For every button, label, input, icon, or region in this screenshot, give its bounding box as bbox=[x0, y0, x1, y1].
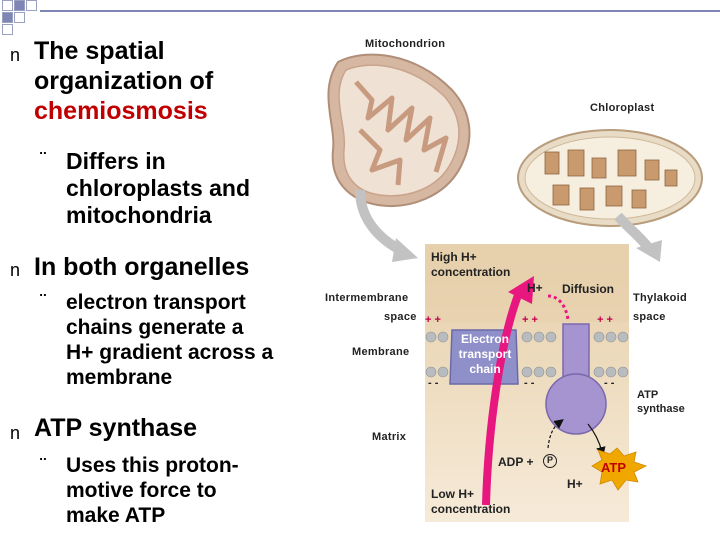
high-h-text: High H+ bbox=[431, 250, 477, 264]
atp-synthase-head bbox=[545, 373, 607, 435]
sub-bullet-3-line-3: make ATP bbox=[66, 504, 166, 527]
sub-bullet-1-text: Differs in chloroplasts and mitochondria bbox=[66, 148, 326, 229]
high-h-label: High H+ concentration bbox=[431, 250, 510, 280]
atp-synthase-label: ATP synthase bbox=[637, 388, 685, 416]
diffusion-arrow bbox=[547, 294, 570, 321]
plus-signs-right: + + bbox=[597, 314, 613, 326]
etc-line-2: transport bbox=[458, 347, 512, 361]
bullet-list: n The spatial organization of chemiosmos… bbox=[0, 0, 330, 540]
bullet-2-text: In both organelles bbox=[34, 253, 250, 281]
chemiosmosis-highlight: chemiosmosis bbox=[34, 97, 208, 125]
etc-line-1: Electron bbox=[460, 332, 509, 346]
top-rule bbox=[40, 10, 720, 12]
plus-signs-left: + + bbox=[425, 314, 441, 326]
proton-pump-arrowhead bbox=[508, 276, 534, 304]
bullet-1-line-1: The spatial bbox=[34, 37, 165, 65]
sub-bullet-3-line-2: motive force to bbox=[66, 479, 217, 502]
minus-signs-right: - - bbox=[604, 377, 615, 389]
atp-arrow bbox=[587, 423, 606, 457]
atp-product-label: ATP bbox=[601, 460, 627, 475]
matrix-label: Matrix bbox=[372, 431, 407, 443]
low-h-text: Low H+ bbox=[431, 487, 475, 501]
decor-square bbox=[14, 0, 25, 11]
decor-square bbox=[2, 24, 13, 35]
sub-bullet-marker: ¨ bbox=[40, 455, 46, 475]
thylakoid-space-label: space bbox=[633, 311, 666, 323]
sub-bullet-2-line-4: membrane bbox=[66, 366, 173, 389]
minus-signs-mid: - - bbox=[524, 377, 535, 389]
bullet-marker: n bbox=[10, 45, 21, 65]
bullet-marker: n bbox=[10, 423, 21, 443]
decor-square bbox=[26, 0, 37, 11]
atp-synthase-line-2: synthase bbox=[637, 403, 685, 415]
chloroplast-illustration bbox=[517, 129, 703, 227]
sub-bullet-marker: ¨ bbox=[40, 291, 46, 311]
sub-bullet-1-line-2: chloroplasts and bbox=[66, 175, 251, 201]
bullet-marker: n bbox=[10, 260, 21, 280]
h-plus-top-label: H+ bbox=[527, 281, 543, 295]
decor-square bbox=[14, 12, 25, 23]
mitochondrion-pointer-arrowhead bbox=[392, 238, 418, 262]
low-h-label: Low H+ concentration bbox=[431, 487, 510, 517]
sub-bullet-1-line-1: Differs in bbox=[66, 148, 166, 174]
decor-square bbox=[2, 12, 13, 23]
chloroplast-label: Chloroplast bbox=[590, 102, 655, 114]
intermembrane-label: Intermembrane bbox=[325, 292, 409, 304]
h-plus-bottom-label: H+ bbox=[567, 477, 583, 491]
membrane-beads bbox=[425, 331, 629, 378]
mitochondrion-illustration bbox=[327, 53, 471, 207]
bullet-1-text: The spatial organization of chemiosmosis bbox=[34, 36, 324, 126]
membrane-panel bbox=[425, 244, 648, 522]
membrane-label: Membrane bbox=[352, 346, 410, 358]
sub-bullet-2-text: electron transport chains generate a H+ … bbox=[66, 290, 326, 390]
bullet-1-line-2: organization of bbox=[34, 67, 214, 95]
phosphate-icon: P bbox=[543, 454, 557, 468]
adp-label: ADP + bbox=[498, 455, 534, 469]
minus-signs-left: - - bbox=[428, 377, 439, 389]
diffusion-label: Diffusion bbox=[562, 282, 614, 296]
sub-bullet-2-line-3: H+ gradient across a bbox=[66, 341, 274, 364]
sub-bullet-marker: ¨ bbox=[40, 149, 46, 169]
plus-signs-mid: + + bbox=[522, 314, 538, 326]
sub-bullet-1-line-3: mitochondria bbox=[66, 202, 212, 228]
thylakoid-label: Thylakoid bbox=[633, 292, 688, 304]
low-concentration-text: concentration bbox=[431, 502, 511, 516]
high-concentration-text: concentration bbox=[431, 265, 511, 279]
atp-synthase-line-1: ATP bbox=[637, 389, 659, 401]
etc-label: Electron transport chain bbox=[452, 332, 518, 377]
bullet-3-text: ATP synthase bbox=[34, 414, 198, 442]
mitochondrion-label: Mitochondrion bbox=[365, 38, 446, 50]
atp-burst bbox=[591, 447, 648, 491]
sub-bullet-3-line-1: Uses this proton- bbox=[66, 454, 239, 477]
sub-bullet-2-line-1: electron transport bbox=[66, 291, 246, 314]
sub-bullet-2-line-2: chains generate a bbox=[66, 316, 244, 339]
decor-square bbox=[2, 0, 13, 11]
chloroplast-pointer-arrowhead bbox=[636, 240, 662, 262]
atp-synthase-stalk bbox=[562, 323, 590, 380]
intermembrane-space-label: space bbox=[384, 311, 417, 323]
proton-pump-arrow bbox=[482, 288, 524, 506]
etc-line-3: chain bbox=[469, 362, 501, 376]
sub-bullet-3-text: Uses this proton- motive force to make A… bbox=[66, 453, 326, 528]
